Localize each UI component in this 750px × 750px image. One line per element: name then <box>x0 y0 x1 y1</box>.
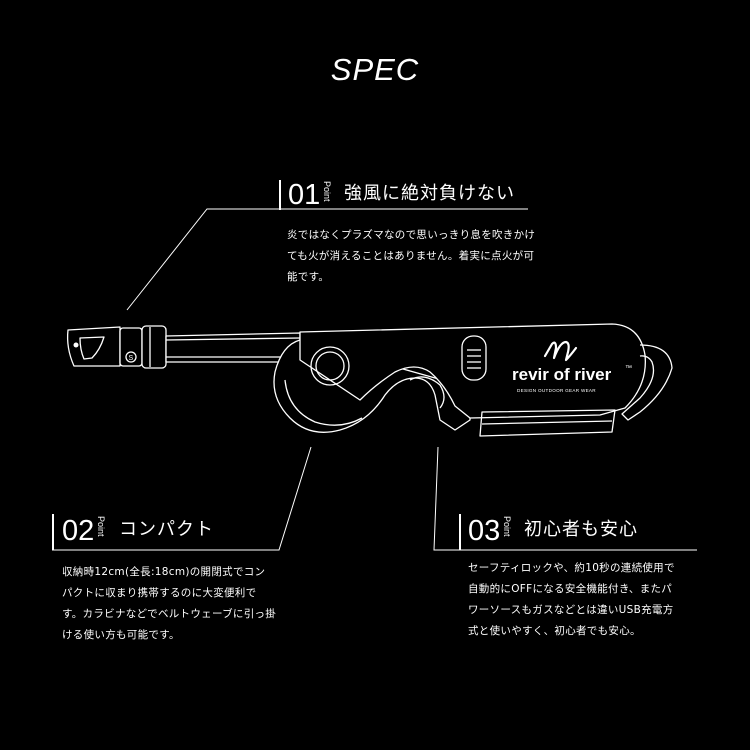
point-01-number: 01 <box>288 179 321 211</box>
page-title: SPEC <box>330 52 420 87</box>
point-03-line-1: セーフティロックや、約10秒の連続使用で <box>468 562 675 574</box>
brand-name: revir of river <box>512 365 612 384</box>
nozzle-tip <box>66 326 121 367</box>
signature-logo-icon <box>543 340 578 362</box>
point-02-line-2: パクトに収まり携帯するのに大変便利で <box>62 587 257 599</box>
nozzle-hole <box>73 342 79 348</box>
point-02-line-3: す。カラビナなどでベルトウェーブに引っ掛 <box>62 608 277 620</box>
point-02-line-4: ける使い方も可能です。 <box>62 629 180 641</box>
brand-trademark: ™ <box>625 365 632 372</box>
callout-line-03 <box>433 446 697 551</box>
callout-line-02 <box>52 446 312 551</box>
callout-line-01 <box>126 208 528 311</box>
point-01-description: 炎ではなくプラズマなので思いっきり息を吹きかけ ても火が消えることはありません。… <box>287 225 535 288</box>
safety-slider <box>461 335 487 381</box>
point-03-description: セーフティロックや、約10秒の連続使用で 自動的にOFFになる安全機能付き、また… <box>468 558 675 642</box>
point-01-line-1: 炎ではなくプラズマなので思いっきり息を吹きかけ <box>287 229 536 241</box>
point-03-line-2: 自動的にOFFになる安全機能付き、またパ <box>468 583 673 595</box>
point-01-heading: 強風に絶対負けない <box>344 183 515 204</box>
point-02-bar <box>52 514 54 550</box>
carabiner-hook <box>621 344 673 421</box>
nozzle-slot <box>79 336 105 360</box>
point-01-bar <box>279 180 281 210</box>
nozzle-mark: S <box>129 355 134 362</box>
point-02-heading: コンパクト <box>119 519 214 540</box>
point-03-bar <box>459 514 461 550</box>
point-02-line-1: 収納時12cm(全長:18cm)の開閉式でコン <box>62 566 266 578</box>
point-02-description: 収納時12cm(全長:18cm)の開閉式でコン パクトに収まり携帯するのに大変便… <box>62 562 276 646</box>
point-01-line-2: ても火が消えることはありません。着実に点火が可 <box>287 250 535 262</box>
nozzle-badge <box>125 351 137 363</box>
point-01-line-3: 能です。 <box>287 271 330 283</box>
point-03-heading: 初心者も安心 <box>524 519 638 540</box>
shaft-ring <box>141 325 167 369</box>
brand-tagline: DESIGN OUTDOOR GEAR WEAR <box>517 388 596 393</box>
point-03-number: 03 <box>468 515 501 547</box>
point-03-line-4: 式と使いやすく、初心者でも安心。 <box>468 625 641 637</box>
point-03-line-3: ワーソースもガスなどとは違いUSB充電方 <box>468 604 674 616</box>
trigger-button <box>310 346 350 386</box>
point-02-number: 02 <box>62 515 95 547</box>
